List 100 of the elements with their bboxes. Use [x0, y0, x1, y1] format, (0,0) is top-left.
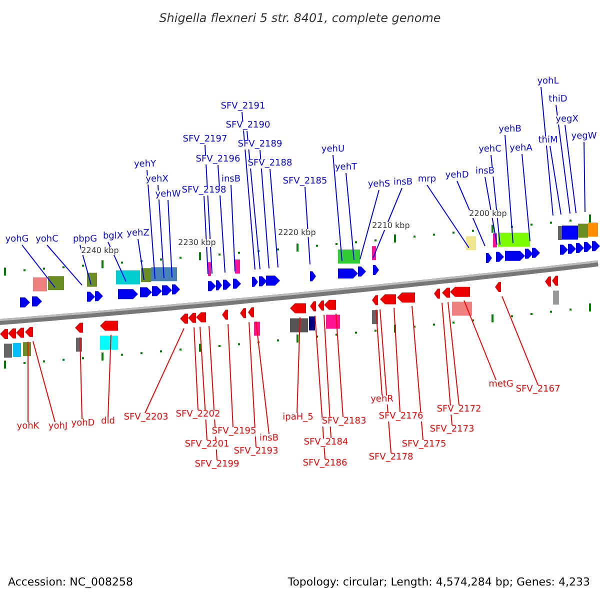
- gene-label: yehU: [321, 146, 345, 154]
- leader-line: [456, 180, 486, 247]
- leader-line: [324, 314, 332, 438]
- leader-line: [80, 336, 82, 420]
- gene-label: SFV_2189: [238, 140, 282, 150]
- leader-line: [336, 313, 344, 418]
- footer-text: Topology: circular; Length: 4,574,284 bp; Genes: 4,233: [288, 576, 590, 588]
- leader-line: [332, 154, 342, 262]
- gene-label: SFV_2191: [220, 102, 266, 112]
- leader-line: [394, 307, 400, 412]
- scale-label: 2240 kbp: [81, 247, 119, 255]
- gene-label: yehT: [334, 164, 358, 172]
- gene-label: yehC: [478, 146, 502, 154]
- gene-label: SFV_2185: [282, 178, 328, 186]
- gene-label: insB: [475, 168, 495, 176]
- leader-line: [464, 300, 496, 380]
- gene-label: SFV_2198: [182, 186, 226, 196]
- leader-line: [448, 302, 460, 406]
- gene-label: yehW: [155, 190, 181, 200]
- gene-label: pbpG: [72, 236, 98, 244]
- gene-label: yohK: [16, 422, 40, 432]
- leader-line: [256, 321, 270, 434]
- leader-line: [168, 200, 172, 278]
- gene-label: SFV_2186: [302, 460, 348, 468]
- leader-line: [556, 104, 570, 214]
- gene-label: insB: [221, 176, 241, 184]
- gene-label: yehX: [146, 176, 168, 184]
- scale-label: 2200 kbp: [469, 210, 507, 218]
- leader-line: [426, 184, 470, 248]
- leader-line: [242, 112, 256, 270]
- gene-label: SFV_2201: [184, 440, 230, 450]
- gene-label: yegX: [556, 116, 578, 124]
- gene-label: SFV_2178: [368, 454, 414, 462]
- leader-line: [314, 315, 326, 460]
- leader-line: [204, 196, 208, 275]
- gene-label: insB: [259, 434, 279, 444]
- leader-line: [248, 322, 256, 448]
- leader-line: [372, 188, 402, 258]
- gene-label: yehS: [368, 180, 390, 190]
- leader-line: [296, 316, 300, 414]
- leader-line: [46, 244, 82, 286]
- leader-line: [522, 154, 530, 242]
- leader-line: [228, 324, 234, 428]
- leader-line: [564, 124, 576, 214]
- leader-line: [442, 302, 452, 426]
- leader-line: [80, 244, 92, 285]
- gene-label: yehA: [510, 144, 532, 154]
- gene-label: yohD: [71, 420, 95, 428]
- gene-label: SFV_2183: [322, 418, 366, 426]
- gene-label: metG: [488, 380, 514, 390]
- leader-line: [144, 328, 184, 414]
- gene-label: SFV_2199: [194, 460, 240, 470]
- gene-label: yohG: [5, 236, 29, 244]
- leader-line: [380, 308, 392, 454]
- leader-line: [540, 86, 554, 216]
- leader-line: [230, 184, 236, 272]
- leader-line: [376, 309, 382, 396]
- gene-label: SFV_2197: [182, 136, 228, 144]
- gene-label: SFV_2167: [516, 386, 560, 394]
- gene-label: SFV_2203: [124, 414, 168, 422]
- leader-line: [550, 146, 562, 216]
- leader-line: [200, 326, 208, 440]
- gene-label: SFV_2184: [304, 438, 348, 448]
- leader-line: [502, 296, 538, 386]
- gene-label: thiD: [548, 96, 568, 104]
- gene-label: SFV_2195: [212, 428, 256, 436]
- scale-label: 2230 kbp: [178, 239, 216, 247]
- gene-label: insB: [393, 178, 413, 188]
- gene-label: SFV_2190: [226, 122, 270, 130]
- gene-label: dld: [101, 418, 115, 426]
- gene-label: yohL: [537, 78, 559, 86]
- gene-label: SFV_2172: [436, 406, 482, 414]
- gene-label: ipaH_5: [282, 414, 314, 422]
- gene-label: yehY: [134, 160, 156, 170]
- leader-line: [158, 184, 164, 279]
- gene-label: yegW: [571, 132, 597, 142]
- leader-line: [304, 186, 310, 265]
- leader-line: [22, 244, 56, 288]
- gene-label: SFV_2193: [234, 448, 278, 456]
- gene-label: yohJ: [48, 422, 68, 432]
- leader-line: [138, 238, 144, 280]
- leader-line: [32, 340, 56, 422]
- leader-line: [584, 142, 586, 212]
- gene-label: SFV_2175: [402, 440, 446, 450]
- gene-label: bglX: [102, 232, 124, 242]
- leader-line: [108, 334, 112, 418]
- leader-line: [504, 134, 514, 244]
- gene-label: thiM: [538, 136, 558, 146]
- gene-label: yehB: [498, 126, 522, 134]
- gene-label: mrp: [418, 176, 436, 184]
- gene-label: yehZ: [126, 230, 150, 238]
- footer-text: Accession: NC_008258: [8, 576, 134, 588]
- leader-line: [484, 176, 498, 246]
- leader-line: [260, 150, 270, 269]
- leader-line: [412, 305, 424, 440]
- gene-label: yehD: [445, 172, 469, 180]
- gene-label: SFV_2173: [430, 426, 474, 434]
- leader-line: [346, 172, 354, 260]
- leader-line: [246, 130, 260, 270]
- gene-label: SFV_2176: [378, 412, 424, 422]
